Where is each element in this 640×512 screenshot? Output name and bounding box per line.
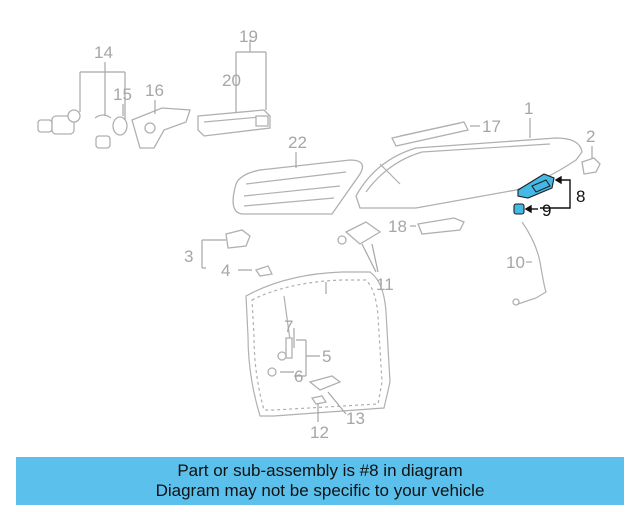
callout-9: 9 bbox=[542, 201, 551, 220]
hinge-part-8-highlighted bbox=[517, 173, 555, 199]
callout-14: 14 bbox=[94, 43, 113, 62]
callout-18: 18 bbox=[388, 217, 407, 236]
leader-8-9 bbox=[524, 175, 571, 214]
license-lamp-part bbox=[197, 109, 271, 137]
lock-actuator-part bbox=[337, 221, 382, 245]
release-cable-part bbox=[512, 221, 547, 306]
latch-part-13 bbox=[308, 375, 342, 405]
callout-5: 5 bbox=[322, 347, 331, 366]
bolt-part-9-highlighted bbox=[513, 203, 525, 215]
callout-12: 12 bbox=[310, 423, 329, 442]
parts-diagram: 14 15 16 19 20 17 22 1 2 bbox=[37, 27, 601, 442]
callout-2: 2 bbox=[586, 127, 595, 146]
bracket-part-4 bbox=[254, 265, 273, 277]
leader-14 bbox=[79, 62, 126, 120]
latch-part-3 bbox=[225, 229, 251, 249]
callout-10: 10 bbox=[506, 253, 525, 272]
callout-22: 22 bbox=[288, 133, 307, 152]
callout-15: 15 bbox=[113, 85, 132, 104]
banner-line-disclaimer: Diagram may not be specific to your vehi… bbox=[155, 481, 485, 500]
back-glass-part bbox=[355, 137, 583, 209]
weatherstrip-part bbox=[245, 271, 391, 417]
callout-17: 17 bbox=[482, 117, 501, 136]
lock-cylinder-part bbox=[37, 107, 191, 149]
hinge-part-2 bbox=[581, 157, 601, 175]
callout-11: 11 bbox=[376, 275, 394, 294]
callout-19: 19 bbox=[239, 27, 258, 46]
callout-7: 7 bbox=[284, 317, 293, 336]
notice-banner: Part or sub-assembly is #8 in diagram Di… bbox=[16, 457, 624, 505]
spoiler-part bbox=[232, 159, 364, 215]
banner-line-part-number: Part or sub-assembly is #8 in diagram bbox=[177, 461, 463, 480]
callout-8: 8 bbox=[576, 187, 585, 206]
moulding-part bbox=[391, 121, 469, 147]
lift-strut-part bbox=[267, 295, 293, 377]
callout-16: 16 bbox=[145, 81, 164, 100]
callout-6: 6 bbox=[294, 367, 303, 386]
callout-3: 3 bbox=[184, 247, 193, 266]
switch-part bbox=[417, 217, 465, 235]
callout-1: 1 bbox=[524, 99, 533, 118]
callout-13: 13 bbox=[346, 409, 365, 428]
callout-20: 20 bbox=[222, 71, 241, 90]
callout-4: 4 bbox=[221, 261, 230, 280]
